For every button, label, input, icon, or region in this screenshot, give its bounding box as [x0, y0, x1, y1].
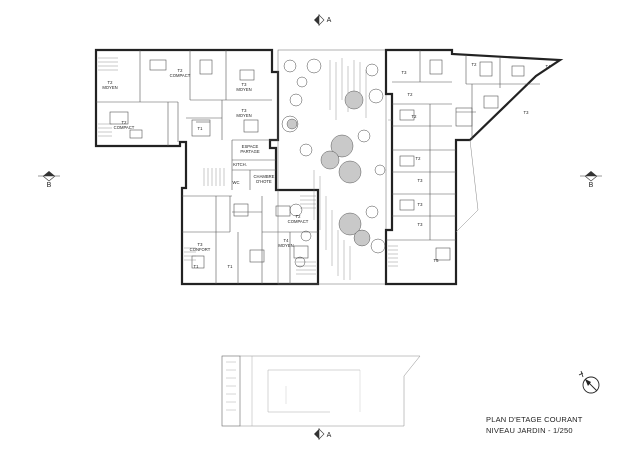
drawing-scale: NIVEAU JARDIN - 1/250	[486, 426, 573, 435]
room-type: T3	[524, 110, 530, 115]
room-name: CHAMBRE	[254, 174, 275, 179]
room-size: MOYEN	[102, 85, 117, 90]
room-type: T3	[418, 178, 424, 183]
room-type: T3	[242, 108, 248, 113]
room-size: MOYEN	[236, 113, 251, 118]
central-garden	[277, 49, 387, 285]
section-marker-a-top: A	[314, 14, 332, 26]
room-size: MOYEN	[236, 87, 251, 92]
section-marker-b-left: B	[38, 171, 60, 189]
room-name: ESPACE	[242, 144, 259, 149]
room-type: T1	[198, 126, 204, 131]
room-labels: T2 MOYEN T2 COMPACT T3 MOYEN T3 MOYEN T2…	[102, 62, 551, 269]
room-size: COMPACT	[170, 73, 191, 78]
room-type: T4	[546, 64, 552, 69]
section-label-a-top: A	[327, 17, 332, 24]
room-type: T4	[284, 238, 290, 243]
room-type: T2	[296, 214, 302, 219]
room-type: T3	[402, 70, 408, 75]
room-type: T3	[242, 82, 248, 87]
section-arrow-icon	[585, 171, 597, 176]
drawing-title: PLAN D'ETAGE COURANT	[486, 415, 583, 424]
section-marker-b-right: B	[580, 171, 602, 189]
room-type: T3	[198, 242, 204, 247]
section-label-b-right: B	[589, 182, 594, 189]
section-arrow-icon	[43, 171, 55, 176]
room-type: T2	[178, 68, 184, 73]
room-type: T2	[472, 62, 478, 67]
room-type: T2	[122, 120, 128, 125]
room-name: PARTAGE	[240, 149, 260, 154]
section-marker-a-bottom: A	[314, 428, 332, 440]
room-size: CONFORT	[190, 247, 211, 252]
room-type: KITCH.	[233, 162, 247, 167]
room-size: MOYEN	[278, 243, 293, 248]
room-type: T2	[408, 92, 414, 97]
room-size: COMPACT	[288, 219, 309, 224]
section-arrow-icon	[314, 15, 319, 25]
section-label-b-left: B	[47, 182, 52, 189]
room-name: D'HOTE	[256, 179, 272, 184]
room-type: T1	[228, 264, 234, 269]
room-size: COMPACT	[114, 125, 135, 130]
room-type: T2	[412, 114, 418, 119]
room-type: T5	[434, 258, 440, 263]
section-arrow-icon	[314, 429, 319, 439]
room-type: T1	[194, 264, 200, 269]
room-type: T3	[418, 202, 424, 207]
room-type: T2	[108, 80, 114, 85]
north-arrow-icon	[578, 370, 600, 394]
room-type: WC	[233, 180, 240, 185]
section-label-a-bottom: A	[327, 432, 332, 439]
room-type: T2	[416, 156, 422, 161]
key-plan	[221, 355, 421, 427]
right-building	[384, 48, 564, 286]
room-type: T3	[418, 222, 424, 227]
